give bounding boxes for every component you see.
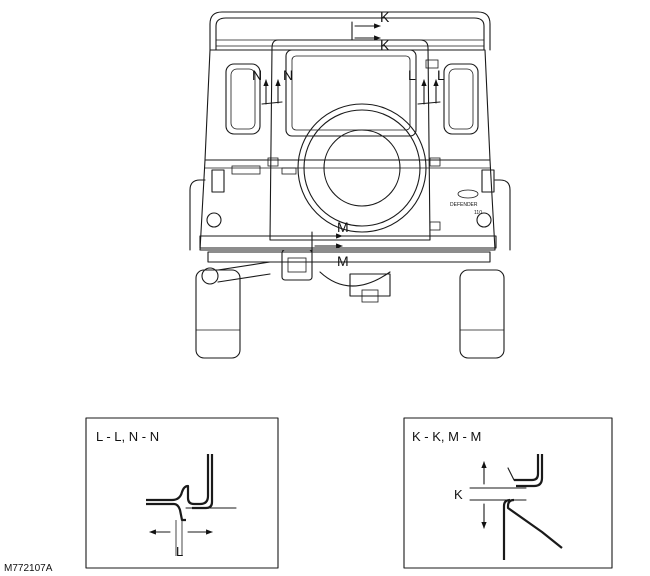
- roof-rack: [209, 11, 491, 51]
- marker-l-right: L: [437, 67, 445, 83]
- marker-m-bottom: M: [337, 253, 349, 269]
- body-shell: DEFENDER 110: [199, 39, 496, 251]
- detail-left-dimension: L: [176, 544, 183, 559]
- marker-k-bottom: K: [380, 37, 390, 53]
- section-marker-m-m: M M: [311, 219, 349, 269]
- marker-n-right: N: [283, 67, 293, 83]
- marker-n-left: N: [252, 67, 262, 83]
- section-marker-l-l: L L: [408, 67, 445, 105]
- marker-m-top: M: [337, 219, 349, 235]
- badge-number: 110: [474, 210, 482, 216]
- figure-id: M772107A: [4, 563, 53, 574]
- detail-left-title: L - L, N - N: [96, 429, 159, 444]
- detail-box-right: K - K, M - M K: [403, 417, 613, 569]
- rear-bumper: [199, 235, 497, 303]
- detail-right-dimension: K: [454, 487, 463, 502]
- badge-model: DEFENDER: [450, 202, 478, 208]
- section-marker-n-n: N N: [252, 67, 293, 105]
- marker-l-left: L: [408, 67, 416, 83]
- detail-box-left: L - L, N - N L: [85, 417, 279, 569]
- section-marker-k-k: K K: [351, 9, 390, 53]
- detail-right-title: K - K, M - M: [412, 429, 481, 444]
- vehicle-rear-view: DEFENDER 110: [189, 9, 511, 359]
- marker-k-top: K: [380, 9, 390, 25]
- spare-wheel: [297, 103, 427, 233]
